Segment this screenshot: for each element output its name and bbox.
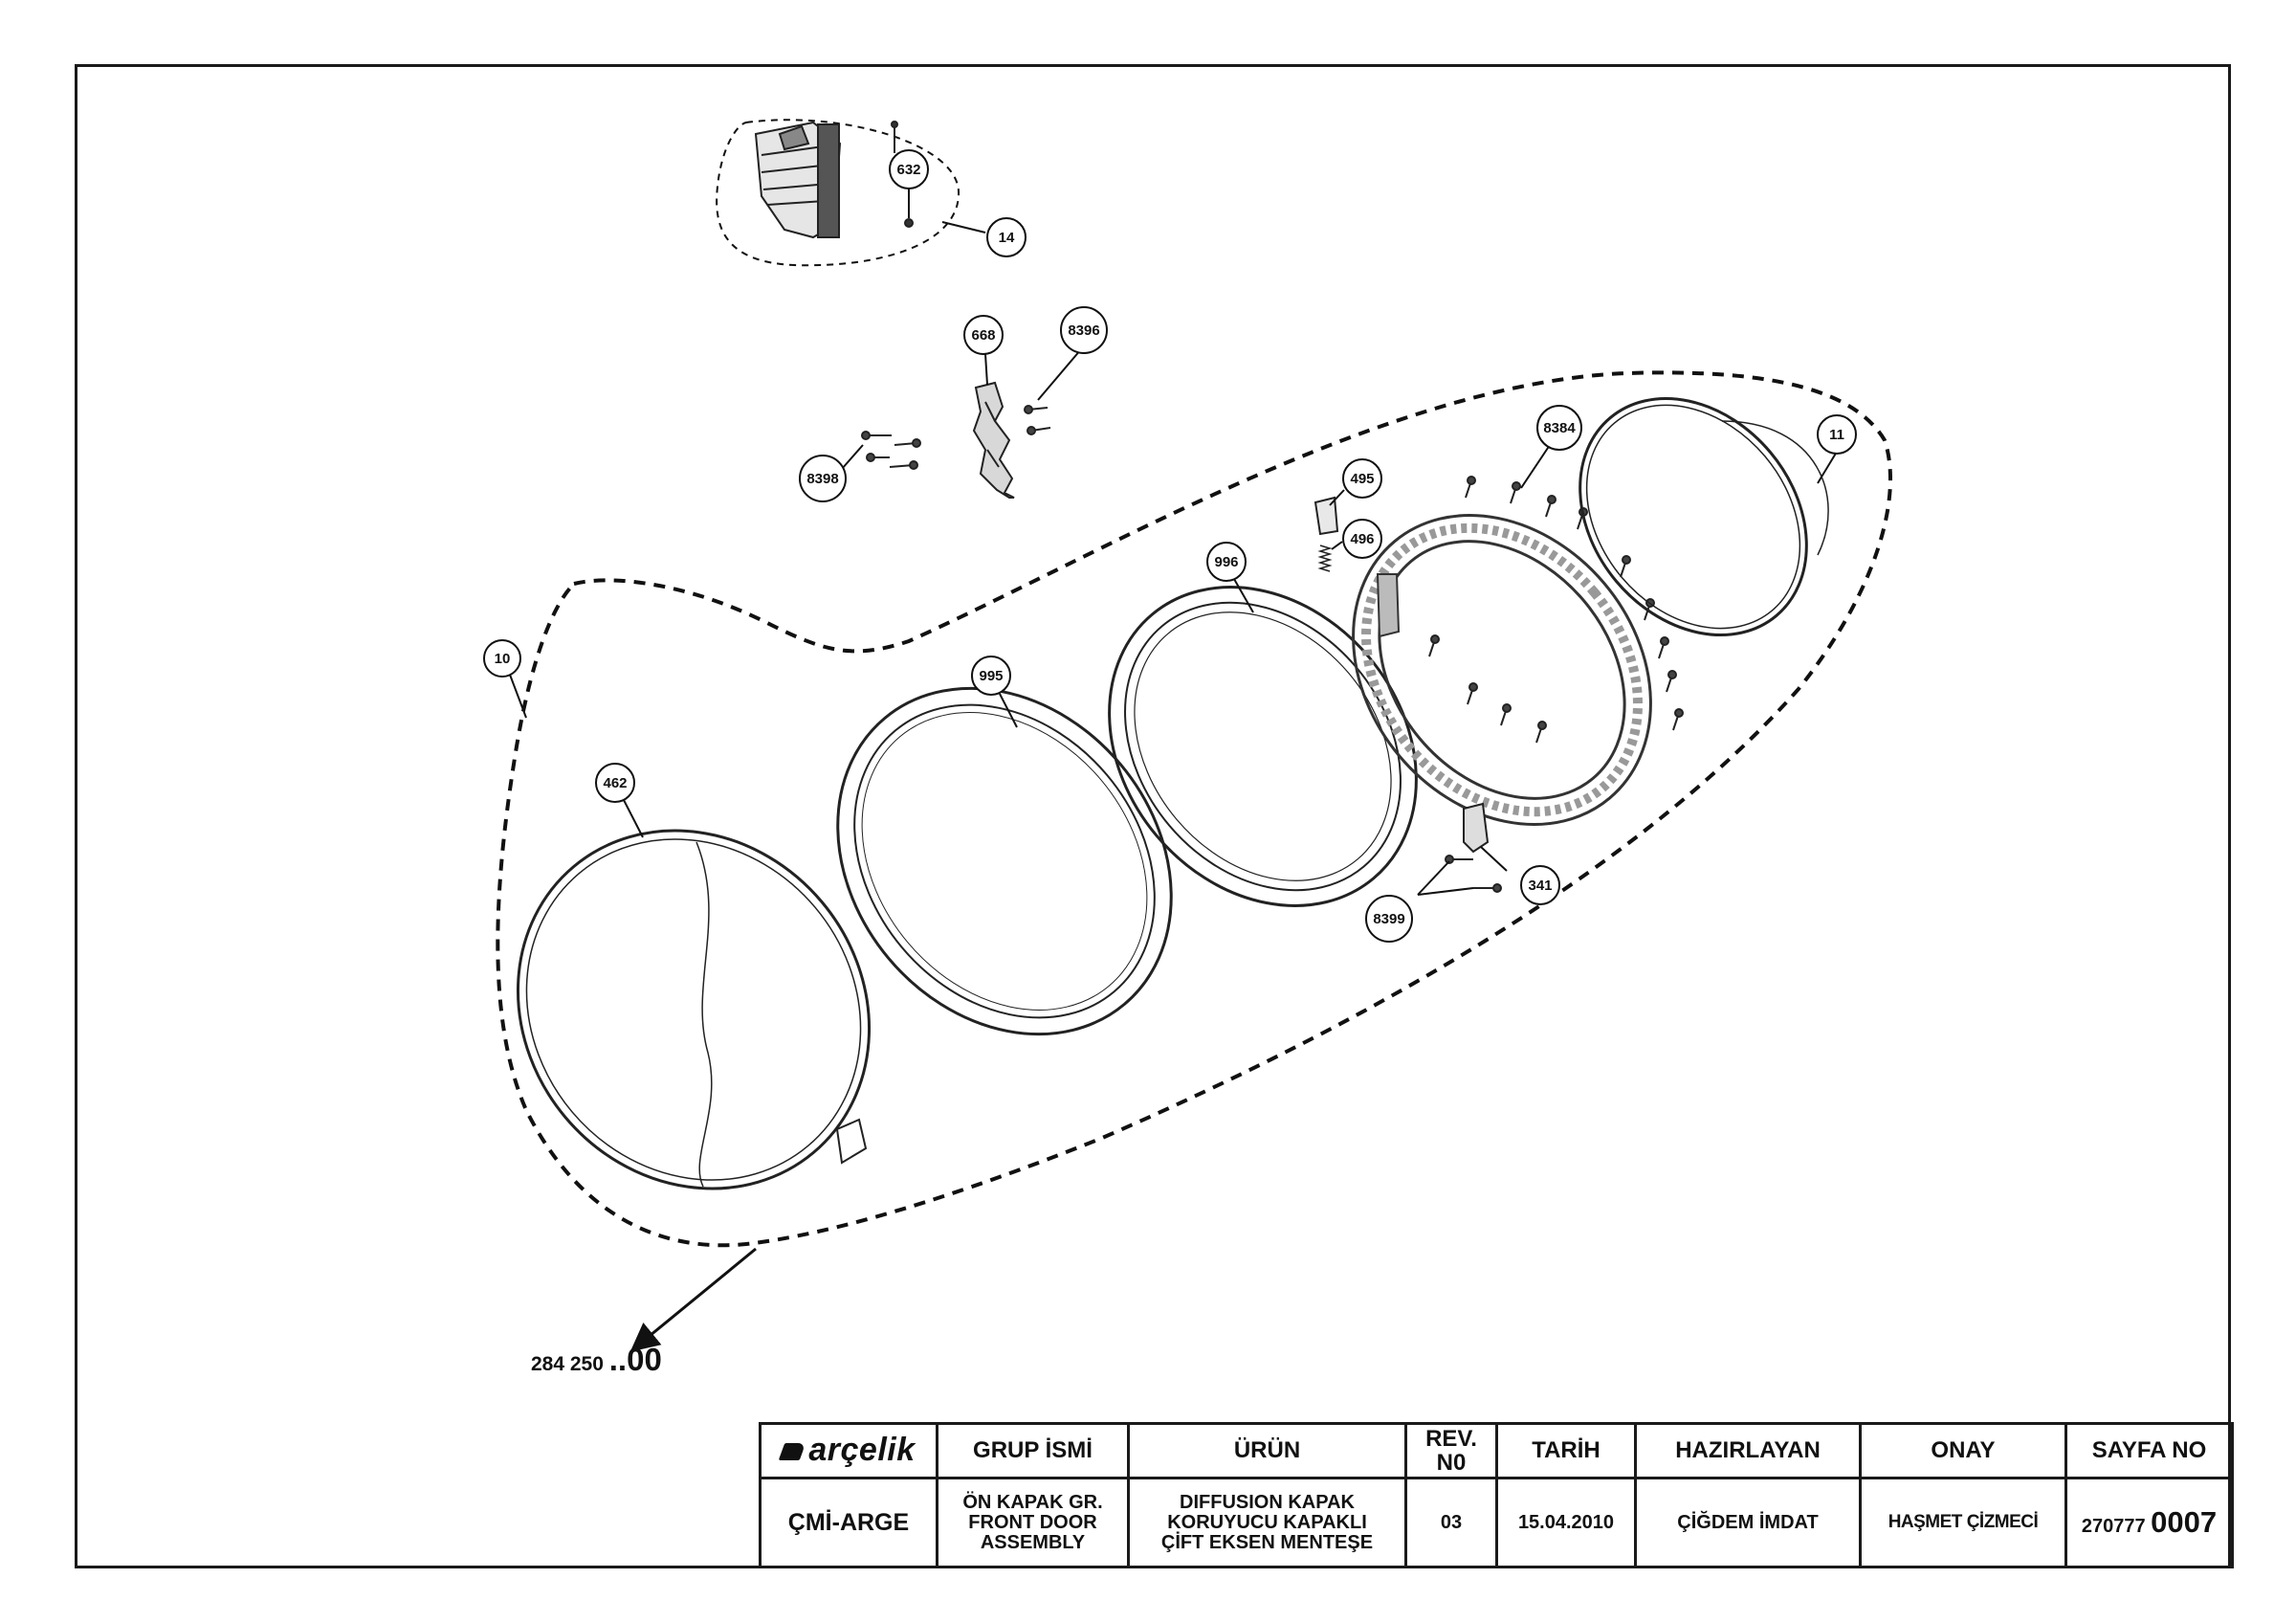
title-block: arçelik GRUP İSMİ ÜRÜN REV.N0 TARİH HAZI… bbox=[759, 1422, 2234, 1568]
revision-value: 03 bbox=[1404, 1477, 1498, 1568]
approved-by-value: HAŞMET ÇİZMECİ bbox=[1859, 1477, 2067, 1568]
company-logo: arçelik bbox=[759, 1422, 938, 1479]
callout-8398: 8398 bbox=[799, 455, 847, 502]
inner-bowl-11 bbox=[1578, 397, 1829, 636]
svg-text:8384: 8384 bbox=[1543, 420, 1576, 436]
svg-text:14: 14 bbox=[999, 230, 1015, 246]
svg-text:995: 995 bbox=[979, 668, 1003, 684]
svg-text:341: 341 bbox=[1528, 878, 1552, 894]
product-value: DIFFUSION KAPAK KORUYUCU KAPAKLI ÇİFT EK… bbox=[1127, 1477, 1407, 1568]
svg-text:8399: 8399 bbox=[1373, 911, 1404, 927]
screws-8398-part bbox=[861, 431, 921, 470]
header-prepared-by: HAZIRLAYAN bbox=[1634, 1422, 1862, 1479]
header-page-no: SAYFA NO bbox=[2064, 1422, 2234, 1479]
clip-495-part bbox=[1314, 496, 1339, 536]
subassembly-14-boundary bbox=[716, 119, 960, 267]
assembly-code-prefix: 284 250 bbox=[531, 1353, 604, 1375]
svg-text:496: 496 bbox=[1350, 531, 1374, 547]
page-no-value: 270777 0007 bbox=[2064, 1477, 2234, 1568]
callout-8384: 8384 bbox=[1536, 405, 1582, 451]
screw-632-part bbox=[891, 121, 914, 228]
callout-14: 14 bbox=[986, 217, 1027, 257]
callout-11: 11 bbox=[1817, 414, 1857, 455]
callout-8396: 8396 bbox=[1060, 306, 1108, 354]
header-product: ÜRÜN bbox=[1127, 1422, 1407, 1479]
screws-8384-part bbox=[1428, 476, 1684, 744]
callout-995: 995 bbox=[971, 656, 1011, 696]
svg-text:668: 668 bbox=[971, 327, 995, 344]
header-revision: REV.N0 bbox=[1404, 1422, 1498, 1479]
svg-text:11: 11 bbox=[1829, 427, 1844, 443]
assembly-part-number: 284 250 ..00 bbox=[531, 1342, 662, 1378]
drawing-frame bbox=[75, 64, 2231, 1568]
callout-632: 632 bbox=[889, 149, 929, 189]
callout-668: 668 bbox=[963, 315, 1004, 355]
svg-text:632: 632 bbox=[896, 162, 920, 178]
prepared-by-value: ÇİĞDEM İMDAT bbox=[1634, 1477, 1862, 1568]
callout-462: 462 bbox=[595, 763, 635, 803]
hinge-668-part bbox=[972, 381, 1015, 499]
hinge-341-part bbox=[1463, 802, 1490, 854]
door-handle-part bbox=[754, 121, 842, 239]
callout-341: 341 bbox=[1520, 865, 1560, 905]
date-value: 15.04.2010 bbox=[1495, 1477, 1637, 1568]
svg-text:996: 996 bbox=[1214, 554, 1238, 570]
svg-text:10: 10 bbox=[495, 651, 511, 667]
subassembly-10-boundary bbox=[496, 370, 1892, 1248]
svg-text:495: 495 bbox=[1350, 471, 1374, 487]
header-date: TARİH bbox=[1495, 1422, 1637, 1479]
svg-text:8398: 8398 bbox=[806, 471, 838, 487]
callout-8399: 8399 bbox=[1365, 895, 1413, 943]
leader-lines bbox=[509, 187, 1838, 1352]
callout-495: 495 bbox=[1342, 458, 1382, 499]
screws-8399-part bbox=[1445, 855, 1502, 893]
assembly-code-suffix: ..00 bbox=[608, 1342, 662, 1377]
door-frame-ring-995 bbox=[836, 686, 1173, 1036]
screws-8396-part bbox=[1024, 405, 1051, 435]
outer-door-ring-462 bbox=[516, 829, 872, 1190]
arcelik-logo-icon bbox=[779, 1443, 806, 1461]
svg-text:8396: 8396 bbox=[1068, 322, 1099, 339]
header-group-name: GRUP İSMİ bbox=[936, 1422, 1130, 1479]
svg-text:462: 462 bbox=[603, 775, 627, 791]
spring-496-part bbox=[1317, 545, 1333, 572]
callout-496: 496 bbox=[1342, 519, 1382, 559]
department-value: ÇMİ-ARGE bbox=[759, 1477, 938, 1568]
lattice-frame-ring-8384 bbox=[1352, 514, 1652, 826]
header-approval: ONAY bbox=[1859, 1422, 2067, 1479]
callout-10: 10 bbox=[483, 639, 521, 678]
callout-996: 996 bbox=[1206, 542, 1247, 582]
group-name-value: ÖN KAPAK GR. FRONT DOOR ASSEMBLY bbox=[936, 1477, 1130, 1568]
